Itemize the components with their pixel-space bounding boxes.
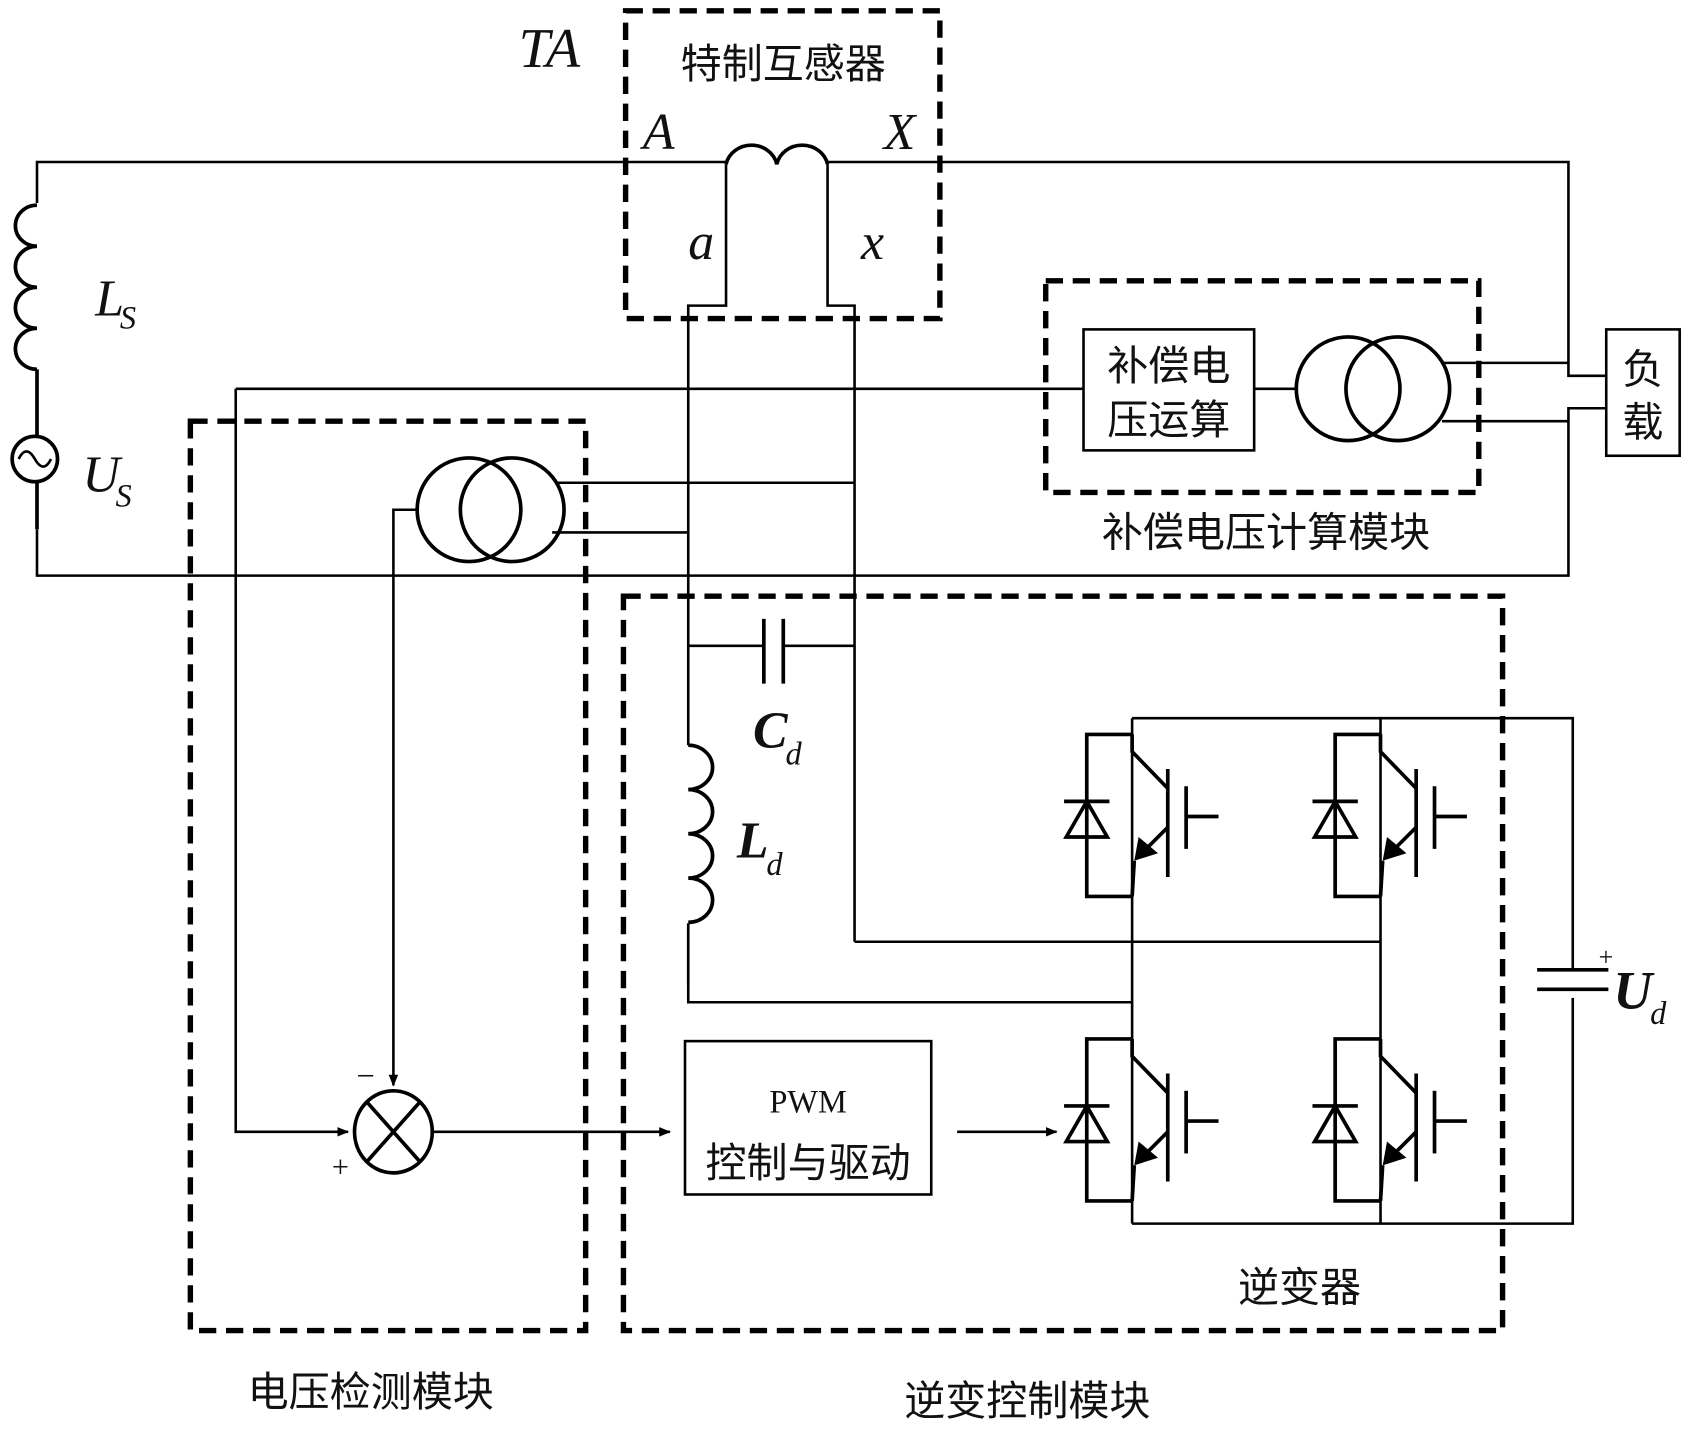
load-label-2: 载 bbox=[1622, 398, 1663, 446]
filter-capacitor-label: Cd bbox=[753, 702, 802, 772]
load-label-1: 负 bbox=[1622, 345, 1663, 393]
pwm-block bbox=[683, 1039, 933, 1196]
inverter-bridge: +Ud bbox=[1062, 716, 1667, 1225]
igbt-switch bbox=[1310, 1037, 1469, 1203]
filter-inductor-label: Ld bbox=[736, 813, 784, 883]
dc-voltage-label: +Ud bbox=[1599, 943, 1667, 1032]
ac-source: US bbox=[10, 434, 132, 530]
pwm-sublabel: 控制与驱动 bbox=[706, 1139, 911, 1187]
compensation-calc-block-line1: 补偿电 bbox=[1107, 342, 1230, 390]
igbt-switch bbox=[1063, 732, 1219, 899]
inverter-control-title: 逆变控制模块 bbox=[904, 1377, 1150, 1425]
load: 负 载 bbox=[1604, 328, 1681, 458]
plus-sign: + bbox=[332, 1150, 349, 1184]
special-transformer-module: TA 特制互感器 A X a x bbox=[519, 8, 943, 983]
terminal-x: x bbox=[860, 214, 884, 271]
series-transformer-coil1 bbox=[1294, 335, 1402, 443]
filter-inductor bbox=[688, 743, 715, 925]
igbt-switch bbox=[1062, 1037, 1221, 1203]
voltage-detection-title: 电压检测模块 bbox=[248, 1368, 494, 1416]
terminal-A: A bbox=[640, 104, 675, 161]
voltage-detection-module: − + 电压检测模块 bbox=[187, 388, 855, 1416]
terminal-a: a bbox=[688, 214, 714, 271]
series-transformer-coil2 bbox=[1344, 335, 1452, 443]
pwm-label: PWM bbox=[769, 1084, 846, 1120]
sine-icon bbox=[17, 450, 53, 468]
source-inductor: LS bbox=[13, 203, 136, 438]
minus-sign: − bbox=[357, 1058, 375, 1094]
special-transformer-title: 特制互感器 bbox=[681, 40, 886, 88]
igbt-switch bbox=[1310, 732, 1469, 899]
terminal-X: X bbox=[882, 104, 918, 161]
ac-source-label: US bbox=[82, 446, 131, 514]
inverter-control-module: Cd Ld PWM 控制与驱动 逆变器 逆变控制模块 bbox=[620, 593, 1506, 1425]
voltage-transformer-coil1 bbox=[415, 456, 523, 564]
ta-label: TA bbox=[519, 18, 581, 80]
ta-primary-winding bbox=[724, 143, 830, 165]
compensation-calc-title: 补偿电压计算模块 bbox=[1102, 508, 1430, 556]
compensation-calc-module: 补偿电 压运算 补偿电压计算模块 bbox=[235, 278, 1569, 556]
compensation-calc-block-line2: 压运算 bbox=[1107, 396, 1230, 444]
source-inductor-label: LS bbox=[94, 270, 136, 336]
inverter-label: 逆变器 bbox=[1238, 1263, 1361, 1311]
main-wiring bbox=[35, 160, 1607, 577]
voltage-transformer-coil2 bbox=[458, 456, 566, 564]
